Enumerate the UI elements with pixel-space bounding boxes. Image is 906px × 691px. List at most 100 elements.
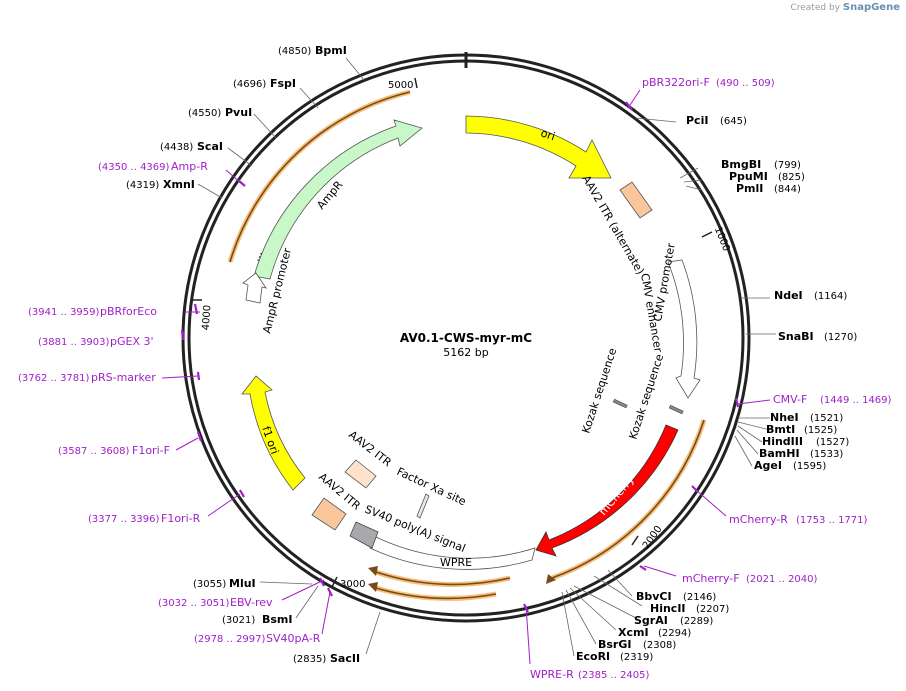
label-f1-ori: f1 ori	[259, 425, 281, 456]
enzyme-pos-agei: (1595)	[793, 461, 826, 472]
enzyme-name-bbvci: BbvCI	[636, 590, 672, 603]
enzyme-name-pmli: PmlI	[736, 182, 763, 195]
tick-4000: 4000	[191, 299, 214, 331]
primer-name-amp-r: Amp-R	[171, 160, 208, 173]
enzyme-name-bpmi: BpmI	[315, 44, 347, 57]
feature-ampr-promoter	[242, 272, 267, 304]
primer-name-prs-marker: pRS-marker	[91, 371, 156, 384]
kozak-mark-2	[668, 404, 684, 415]
primer-name-ebv-rev: EBV-rev	[230, 596, 273, 609]
enzyme-name-xmni: XmnI	[163, 178, 195, 191]
feature-aav2-itr-1	[344, 459, 377, 489]
enzyme-leader-lines	[197, 57, 776, 657]
orf-arrowhead-2	[368, 582, 378, 592]
enzyme-pos-pvui: (4550)	[188, 108, 221, 119]
primer-name-pbr322ori-f: pBR322ori-F	[642, 76, 710, 89]
enzyme-name-hincii: HincII	[650, 602, 686, 615]
feature-aav2-itr-2	[311, 497, 347, 531]
feature-factor-xa	[416, 493, 430, 519]
primer-range-f1ori-r: (3377 .. 3396)	[88, 514, 160, 525]
enzyme-name-scai: ScaI	[197, 140, 223, 153]
enzyme-name-nhei: NheI	[770, 411, 799, 424]
svg-text:5000: 5000	[388, 80, 413, 91]
enzyme-pos-hincii: (2207)	[696, 604, 729, 615]
primer-range-ebv-rev: (3032 .. 3051)	[158, 598, 230, 609]
enzyme-pos-hindiii: (1527)	[816, 437, 849, 448]
enzyme-name-fspi: FspI	[270, 77, 296, 90]
feature-ori	[465, 115, 612, 179]
enzyme-name-sgrai: SgrAI	[634, 614, 668, 627]
enzyme-pos-sgrai: (2289)	[680, 616, 713, 627]
primer-range-mcherry-f: (2021 .. 2040)	[746, 574, 818, 585]
label-factor-xa: Factor Xa site	[395, 465, 469, 508]
orf-arrowhead-1	[368, 566, 378, 576]
plasmid-length: 5162 bp	[443, 346, 488, 359]
feature-aav2-itr-alt	[619, 181, 653, 219]
enzyme-name-pvui: PvuI	[225, 106, 252, 119]
enzyme-name-bsmi: BsmI	[262, 613, 293, 626]
enzyme-name-bmti: BmtI	[766, 423, 795, 436]
enzyme-name-bmgbi: BmgBI	[721, 158, 761, 171]
feature-cmv	[667, 259, 701, 399]
enzyme-name-mlui: MluI	[229, 577, 256, 590]
enzyme-pos-sacii: (2835)	[293, 654, 326, 665]
label-kozak-1: Kozak sequence	[579, 346, 619, 435]
label-ori: ori	[539, 126, 557, 143]
primer-range-mcherry-r: (1753 .. 1771)	[796, 515, 868, 526]
enzyme-labels: (4850) BpmI (4696) FspI (4550) PvuI (443…	[126, 44, 857, 665]
plasmid-name: AV0.1-CWS-myr-mC	[400, 331, 532, 345]
enzyme-pos-mlui: (3055)	[193, 579, 226, 590]
enzyme-pos-scai: (4438)	[160, 142, 193, 153]
svg-text:4000: 4000	[201, 305, 214, 331]
snapgene-logo: SnapGene	[842, 2, 900, 13]
primer-range-prs-marker: (3762 .. 3781)	[18, 373, 90, 384]
enzyme-name-snabi: SnaBI	[778, 330, 814, 343]
primer-range-cmv-f: (1449 .. 1469)	[820, 395, 892, 406]
enzyme-pos-bbvci: (2146)	[683, 592, 716, 603]
enzyme-name-ecori: EcoRI	[576, 650, 610, 663]
label-ellipsis: ...	[249, 248, 265, 263]
svg-text:3000: 3000	[340, 579, 365, 590]
primer-name-cmv-f: CMV-F	[773, 393, 807, 406]
label-cmv-promoter: CMV promoter	[651, 242, 678, 323]
enzyme-pos-ecori: (2319)	[620, 652, 653, 663]
orf-arc-1	[375, 571, 511, 586]
enzyme-name-bamhi: BamHI	[759, 447, 800, 460]
feature-sv40-polya	[349, 521, 379, 549]
enzyme-pos-bpmi: (4850)	[278, 46, 311, 57]
enzyme-pos-xcmi: (2294)	[658, 628, 691, 639]
kozak-mark-1	[612, 398, 628, 409]
primer-name-f1ori-r: F1ori-R	[161, 512, 201, 525]
enzyme-pos-snabi: (1270)	[824, 332, 857, 343]
enzyme-pos-bsmi: (3021)	[222, 615, 255, 626]
enzyme-pos-bamhi: (1533)	[810, 449, 843, 460]
enzyme-pos-pmli: (844)	[774, 184, 801, 195]
enzyme-name-ppumi: PpuMI	[729, 170, 768, 183]
primer-name-mcherry-f: mCherry-F	[682, 572, 740, 585]
feature-ampr	[253, 119, 423, 280]
tick-3000: 3000	[331, 576, 365, 590]
enzyme-pos-bmti: (1525)	[804, 425, 837, 436]
enzyme-name-agei: AgeI	[754, 459, 782, 472]
primer-name-mcherry-r: mCherry-R	[729, 513, 788, 526]
primer-name-wpre-r: WPRE-R	[530, 668, 574, 681]
orf-arc-2	[375, 587, 497, 600]
primer-labels: pBR322ori-F (490 .. 509) (4350 .. 4369) …	[18, 76, 892, 681]
enzyme-pos-fspi: (4696)	[233, 79, 266, 90]
primer-sites	[180, 101, 740, 613]
primer-range-amp-r: (4350 .. 4369)	[98, 162, 170, 173]
enzyme-pos-xmni: (4319)	[126, 180, 159, 191]
enzyme-pos-ndei: (1164)	[814, 291, 847, 302]
svg-text:2000: 2000	[641, 524, 665, 551]
enzyme-pos-bmgbi: (799)	[774, 160, 801, 171]
primer-range-sv40pa-r: (2978 .. 2997)	[194, 634, 266, 645]
enzyme-name-xcmi: XcmI	[618, 626, 649, 639]
enzyme-name-pcii: PciI	[686, 114, 708, 127]
enzyme-name-bsrgi: BsrGI	[598, 638, 631, 651]
primer-name-pbrforeco: pBRforEco	[100, 305, 157, 318]
feature-mcherry	[535, 424, 679, 557]
enzyme-pos-pcii: (645)	[720, 116, 747, 127]
primer-name-sv40pa-r: SV40pA-R	[266, 632, 321, 645]
label-wpre: WPRE	[440, 556, 472, 569]
